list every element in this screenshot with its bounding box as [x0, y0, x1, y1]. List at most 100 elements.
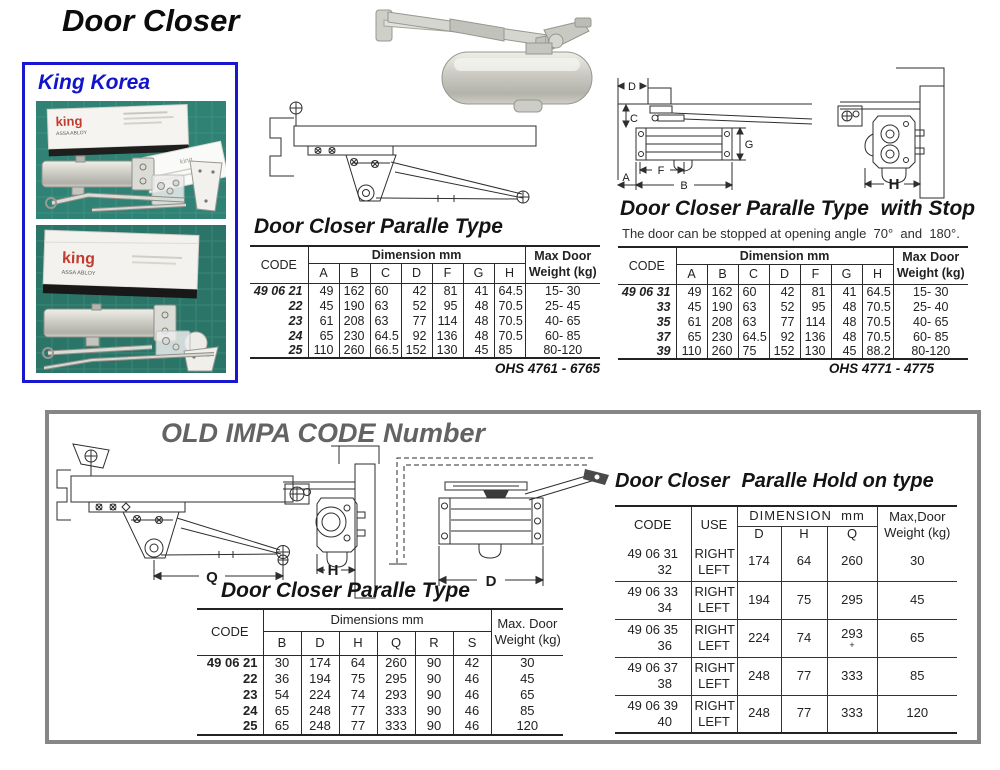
dim-col-header: H [494, 263, 526, 284]
code-cell: 24 [197, 703, 264, 719]
dim-cell: 70.5 [862, 329, 894, 344]
dim-cell: 224 [737, 619, 782, 658]
impa-side-diagram: H [277, 445, 380, 599]
dim-col-header: B [263, 631, 302, 656]
code-cell: 22 [197, 671, 264, 687]
diagram-lines [277, 445, 380, 599]
weight-cell: 60- 85 [913, 329, 949, 344]
dim-cell: 48 [463, 298, 495, 313]
closer-arm [375, 9, 592, 57]
dim-cell: 66.5 [370, 343, 402, 358]
diagram-lines [269, 101, 537, 204]
dim-cell: 41 [831, 284, 863, 299]
dim-cell: 130 [432, 343, 464, 358]
code-cell: 49 06 31 [618, 284, 677, 299]
dim-cell: 136 [800, 329, 832, 344]
dim-cell: 224 [301, 687, 340, 703]
dim-cell: 48 [831, 314, 863, 329]
dim-cell: 90 [415, 719, 454, 735]
impa-paralle-title: Door Closer Paralle Type [221, 579, 470, 602]
dim-cell: 63 [370, 298, 402, 313]
weight-cell: 45 [520, 671, 535, 686]
dim-cell: 46 [453, 703, 492, 719]
dim-cell: 174 [737, 543, 782, 582]
dim-cell: 162 [339, 283, 371, 298]
dim-cell: 208 [707, 314, 739, 329]
code-cell: 22 [250, 298, 309, 313]
side-view-diagram: H [837, 67, 945, 199]
dim-label-a: A [622, 172, 630, 184]
dim-col-header: C [370, 263, 402, 284]
dim-label-f: F [658, 165, 665, 177]
dimension-header: Dimensions mm [263, 609, 492, 632]
product-photo-kit-2: king ASSA ABLOY [36, 225, 226, 373]
dim-cell: 74 [339, 687, 378, 703]
dim-cell: 45 [308, 298, 340, 313]
impa-title: OLD IMPA CODE Number [161, 418, 486, 448]
dim-col-header: S [453, 631, 492, 656]
dimension-header: Dimension mm [308, 246, 526, 264]
dim-cell: 85 [494, 343, 526, 358]
paper-brand-text: king [179, 156, 193, 166]
dim-label-b: B [680, 180, 687, 192]
dim-cell: 48 [831, 329, 863, 344]
dim-col-header: H [862, 264, 894, 285]
code-header: CODE [250, 246, 309, 284]
dim-col-header: Q [377, 631, 416, 656]
dim-cell: 260 [707, 344, 739, 359]
dim-cell: 88.2 [862, 344, 894, 359]
dim-cell: 30 [263, 655, 302, 671]
table-row: 22 36 194 75 295 90 46 45 [197, 671, 563, 687]
dim-cell: 42 [769, 284, 801, 299]
front-dimension-diagram: D C G F B A [616, 78, 813, 192]
dim-cell: 77 [769, 314, 801, 329]
dim-col-header: D [737, 526, 782, 543]
dim-cell: 46 [453, 719, 492, 735]
closer-cylinder [41, 155, 155, 196]
code-cell: 35 [618, 314, 677, 329]
dim-col-header: H [339, 631, 378, 656]
dim-cell: 110 [308, 343, 340, 358]
dim-cell: 65 [263, 703, 302, 719]
dim-cell: 49 [676, 284, 708, 299]
dim-col-header: D [769, 264, 801, 285]
dim-cell: 77 [401, 313, 433, 328]
dim-cell: 295 [827, 581, 878, 620]
dim-cell: 70.5 [862, 299, 894, 314]
dim-cell: 90 [415, 655, 454, 671]
mounting-bracket [189, 160, 223, 212]
dim-cell: 52 [401, 298, 433, 313]
dim-cell: 114 [800, 314, 832, 329]
diagram-lines [389, 457, 609, 586]
dim-col-header: B [707, 264, 739, 285]
parallel-arm-line-diagram [269, 101, 537, 204]
dim-cell: 81 [800, 284, 832, 299]
dim-cell: 333 [827, 695, 878, 733]
table-row: 23 61 208 63 77 114 48 70.5 40- 65 [250, 313, 600, 328]
weight-cell: 30 [877, 543, 958, 582]
dim-cell: 130 [800, 344, 832, 359]
ohs-code-1: OHS 4761 - 6765 [494, 361, 600, 376]
dim-cell: 260 [339, 343, 371, 358]
diagram-lines [56, 443, 294, 581]
dim-cell: 194 [301, 671, 340, 687]
dim-cell: 60 [738, 284, 770, 299]
dim-cell: 77 [339, 703, 378, 719]
dim-cell: 152 [401, 343, 433, 358]
dim-label-d: D [486, 573, 497, 590]
dim-cell: 61 [308, 313, 340, 328]
dim-cell: 49 [308, 283, 340, 298]
dim-cell: 45 [676, 299, 708, 314]
dim-cell: 260 [377, 655, 416, 671]
king-brand-text: king [55, 113, 82, 129]
dim-cell: 174 [301, 655, 340, 671]
dim-col-header: C [738, 264, 770, 285]
